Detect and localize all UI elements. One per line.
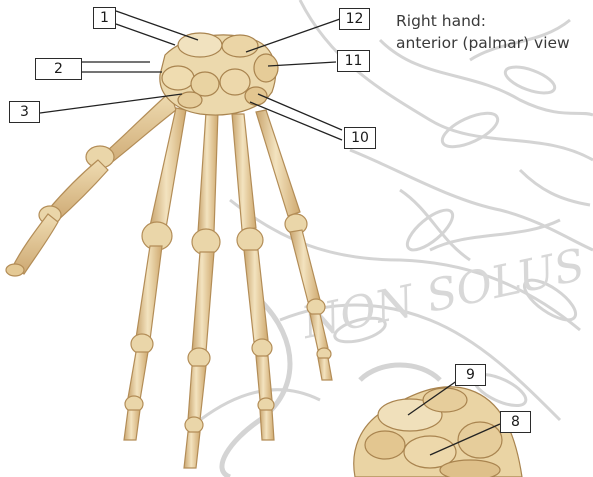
label-3: 3 <box>9 101 40 123</box>
label-1: 1 <box>93 7 116 29</box>
carpal-bones <box>160 33 278 115</box>
watermark-text: NON SOLUS <box>297 240 590 350</box>
label-9: 9 <box>455 364 486 386</box>
label-12: 12 <box>339 8 370 30</box>
label-2: 2 <box>35 58 82 80</box>
label-8: 8 <box>500 411 531 433</box>
figure-title-line-1: Right hand: <box>396 10 570 32</box>
label-10: 10 <box>344 127 376 149</box>
label-11: 11 <box>337 50 370 72</box>
figure-title-line-2: anterior (palmar) view <box>396 32 570 54</box>
finger-bones <box>124 108 332 468</box>
figure-title: Right hand: anterior (palmar) view <box>396 10 570 54</box>
